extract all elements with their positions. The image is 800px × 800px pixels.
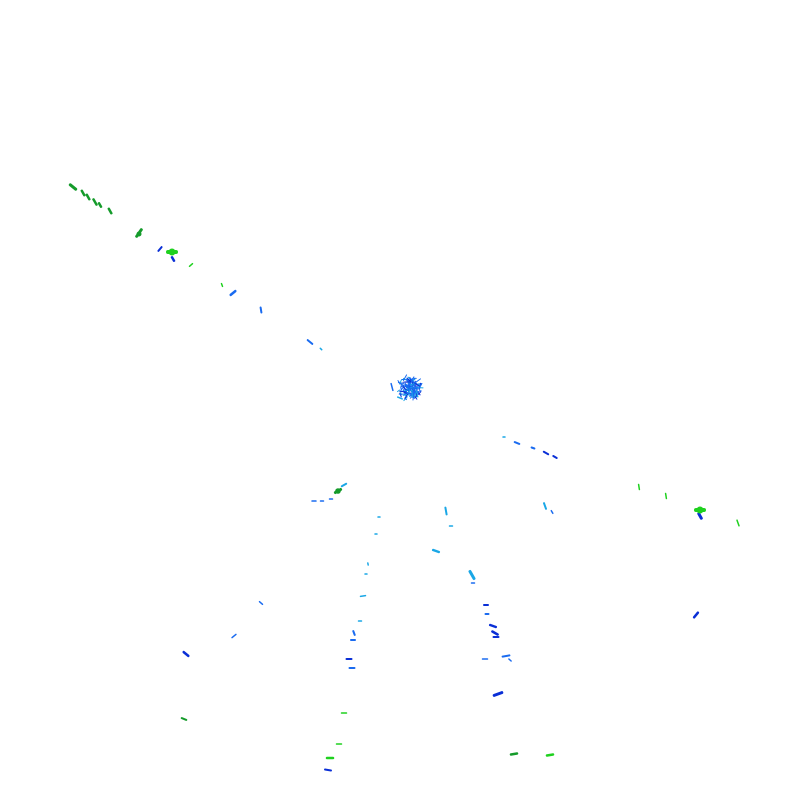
vertex-hit [404, 393, 409, 399]
track-hit [229, 289, 237, 297]
track-hit [492, 691, 504, 697]
vertex-hit [412, 394, 415, 401]
track-hit [231, 633, 237, 639]
track-hit [340, 482, 348, 488]
track-hit [664, 492, 668, 500]
track-hit [352, 630, 356, 636]
vertex-hit [399, 390, 407, 393]
track-hit [545, 753, 555, 757]
track-hit [68, 183, 78, 191]
vertex-hit [406, 392, 412, 396]
vertex-hit [408, 383, 411, 388]
track-hit [359, 594, 367, 598]
vertex-hit [409, 376, 414, 383]
vertex-hit [415, 393, 418, 399]
vertex-hit [413, 382, 421, 387]
track-hit [220, 282, 224, 288]
vertex-hit [411, 390, 413, 398]
hit-cluster [168, 248, 176, 256]
track-hit [543, 502, 547, 510]
vertex-hit [402, 374, 408, 381]
vertex-hit [415, 390, 419, 397]
track-hit [170, 256, 176, 262]
vertex-hit [411, 384, 415, 393]
track-hit [319, 347, 323, 351]
track-hit [509, 752, 519, 756]
track-hit [431, 548, 441, 554]
track-hit [107, 207, 113, 215]
track-hit [508, 658, 512, 662]
track-hit [157, 246, 163, 252]
track-hit [501, 654, 511, 658]
track-hit [692, 611, 700, 619]
track-hit [513, 441, 521, 445]
track-hit [80, 189, 86, 197]
hit-cluster [136, 231, 142, 237]
track-hit [637, 483, 641, 491]
vertex-hit [412, 378, 416, 382]
track-hit [736, 519, 740, 527]
track-hit [324, 768, 332, 772]
track-hit [97, 202, 103, 208]
track-hit [92, 198, 98, 206]
vertex-hit [414, 378, 421, 384]
track-hit [468, 570, 476, 580]
vertex-hit [417, 391, 422, 395]
track-hit [444, 506, 448, 516]
vertex-hit [396, 396, 404, 400]
vertex-hit [400, 385, 405, 392]
vertex-hit [418, 383, 423, 390]
vertex-hit [402, 386, 407, 391]
track-hit [542, 450, 550, 456]
vertex-hit [400, 384, 404, 388]
vertex-hit [397, 389, 400, 393]
track-hit [85, 193, 91, 201]
track-hit [306, 339, 314, 345]
vertex-hit [403, 391, 407, 394]
vertex-hit [390, 382, 394, 392]
vertex-hit [409, 378, 415, 384]
track-hit [182, 650, 190, 658]
track-hit [258, 600, 264, 606]
track-hit [552, 455, 558, 459]
vertex-hit [407, 380, 409, 386]
vertex-hit [407, 376, 411, 379]
track-hit [188, 262, 194, 268]
track-hit [491, 630, 499, 636]
track-hit [180, 717, 188, 721]
track-hit [550, 509, 554, 515]
track-hit [488, 623, 498, 629]
track-hit [259, 306, 263, 314]
hit-cluster [696, 506, 704, 514]
vertex-hit [412, 381, 416, 384]
track-hit [697, 512, 703, 520]
vertex-hit [403, 390, 408, 392]
hit-cluster [335, 488, 341, 494]
track-hit [530, 446, 536, 450]
